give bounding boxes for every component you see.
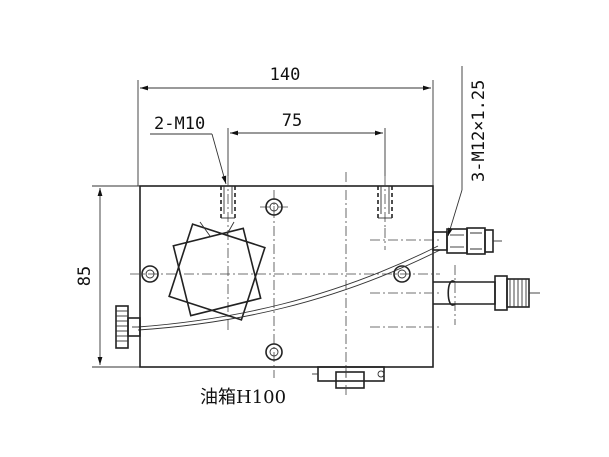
threaded-hole-right: [377, 186, 393, 219]
side-port-callout: 3-M12×1.25: [447, 66, 489, 237]
centerlines: [130, 172, 440, 378]
mount-hole-callout: 2-M10: [150, 114, 227, 185]
bottom-bracket: [312, 366, 385, 396]
tank-note: 油箱H100: [200, 387, 286, 408]
height-dimension-label: 85: [75, 266, 95, 286]
threaded-hole-left: [220, 186, 236, 219]
hole-spacing-label: 75: [282, 111, 302, 131]
mount-hole-callout-label: 2-M10: [154, 114, 205, 134]
width-dimension: 140: [137, 65, 434, 186]
tubing: [132, 245, 441, 331]
bolt-hole-bottom: [265, 343, 283, 361]
lower-fitting: [433, 265, 540, 325]
height-dimension: 85: [75, 185, 140, 368]
bolt-hole-top: [265, 198, 283, 216]
bolt-hole-left: [141, 265, 159, 283]
left-knob: [115, 305, 141, 349]
manifold-block: [139, 185, 434, 368]
side-port-callout-label: 3-M12×1.25: [469, 80, 489, 182]
valve-body: [168, 221, 266, 321]
upper-fitting: [432, 227, 502, 255]
width-dimension-label: 140: [270, 65, 301, 85]
hole-spacing-dimension: 75: [227, 111, 386, 176]
bolt-hole-right: [393, 265, 411, 283]
